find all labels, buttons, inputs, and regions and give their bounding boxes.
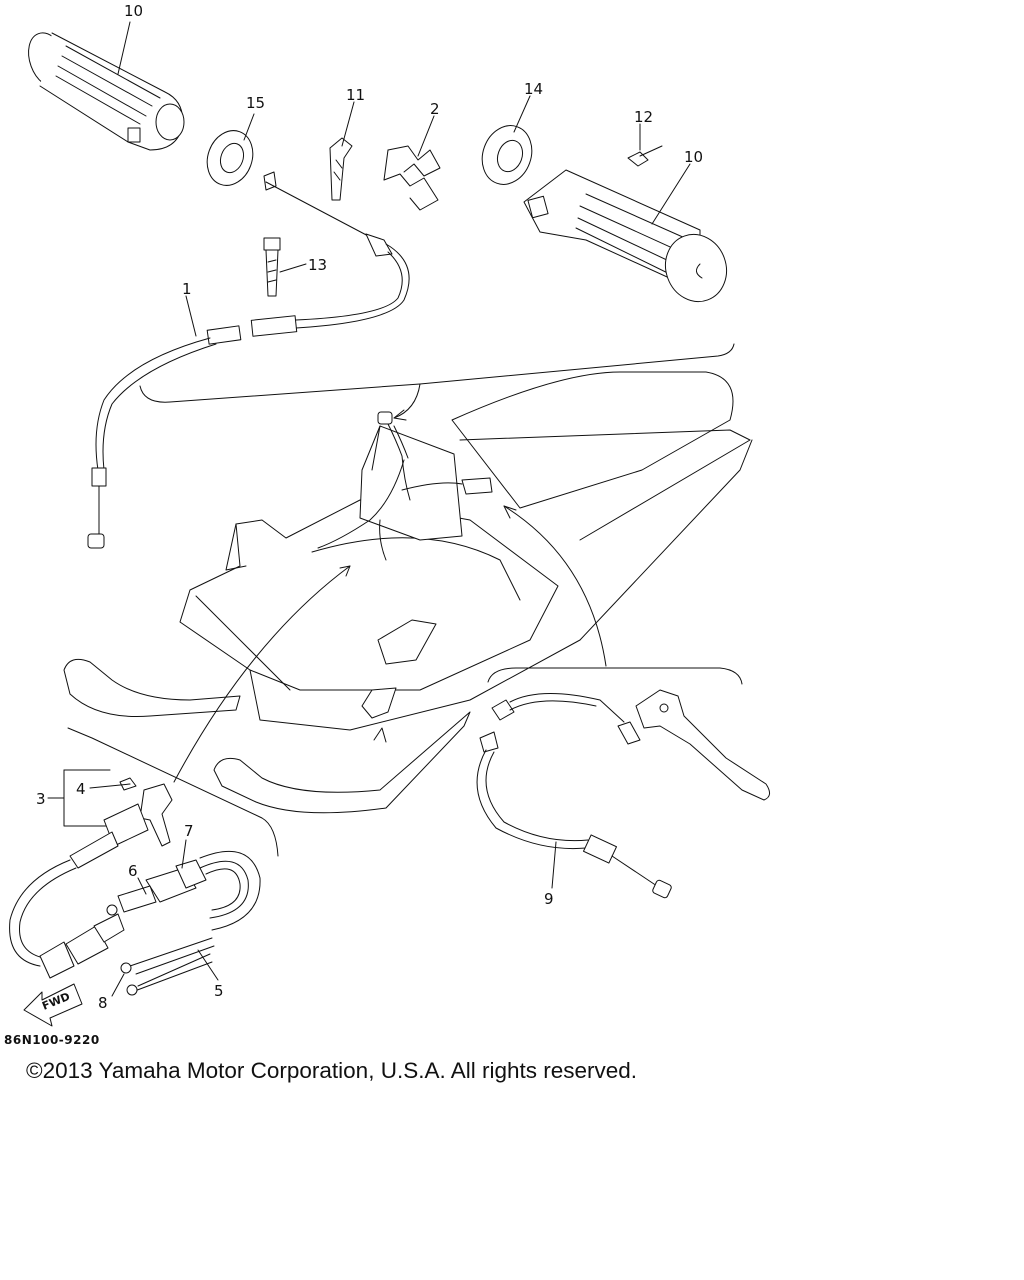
routing-cables <box>317 411 493 561</box>
callout-numbers: 10 15 11 2 14 12 10 13 1 3 4 7 6 8 5 9 <box>36 2 703 1012</box>
callout-10-right: 10 <box>684 148 703 166</box>
throttle-cable-1 <box>87 171 410 549</box>
ignition-switch-3 <box>63 769 173 869</box>
callout-14: 14 <box>524 80 543 98</box>
spring-clip-2 <box>383 145 441 211</box>
callout-13: 13 <box>308 256 327 274</box>
callout-11: 11 <box>346 86 365 104</box>
callout-15: 15 <box>246 94 265 112</box>
leader-lines <box>47 21 691 997</box>
throttle-cable-lower <box>9 859 125 979</box>
callout-7: 7 <box>184 822 194 840</box>
cable-tie-11 <box>329 137 353 201</box>
bolt-13 <box>263 237 281 297</box>
callout-4: 4 <box>76 780 86 798</box>
wire-harness-5 <box>120 937 215 996</box>
callout-5: 5 <box>214 982 224 1000</box>
callout-8: 8 <box>98 994 108 1012</box>
brake-cable-9 <box>476 693 672 899</box>
callout-3: 3 <box>36 790 46 808</box>
snowmobile-body <box>63 371 753 814</box>
group-bracket-ignition <box>67 727 279 857</box>
arrow-brake-cable <box>503 505 607 667</box>
screw-12 <box>627 145 663 167</box>
copyright-notice: ©2013 Yamaha Motor Corporation, U.S.A. A… <box>26 1058 638 1083</box>
left-grip <box>28 32 185 151</box>
right-grip <box>523 169 727 303</box>
drawing-code: 86N100-9220 <box>4 1033 100 1047</box>
choke-cable-7 <box>106 850 261 931</box>
arrow-handlebar <box>393 383 421 419</box>
brake-lever <box>635 689 770 801</box>
callout-10-left: 10 <box>124 2 143 20</box>
seal-15 <box>206 130 254 186</box>
callout-2: 2 <box>430 100 440 118</box>
group-bracket-brake <box>487 667 743 685</box>
callout-9: 9 <box>544 890 554 908</box>
seal-14 <box>481 125 533 185</box>
callout-6: 6 <box>128 862 138 880</box>
callout-1: 1 <box>182 280 192 298</box>
fwd-arrow-icon: FWD <box>23 983 83 1027</box>
arrow-ignition <box>173 565 351 783</box>
callout-12: 12 <box>634 108 653 126</box>
